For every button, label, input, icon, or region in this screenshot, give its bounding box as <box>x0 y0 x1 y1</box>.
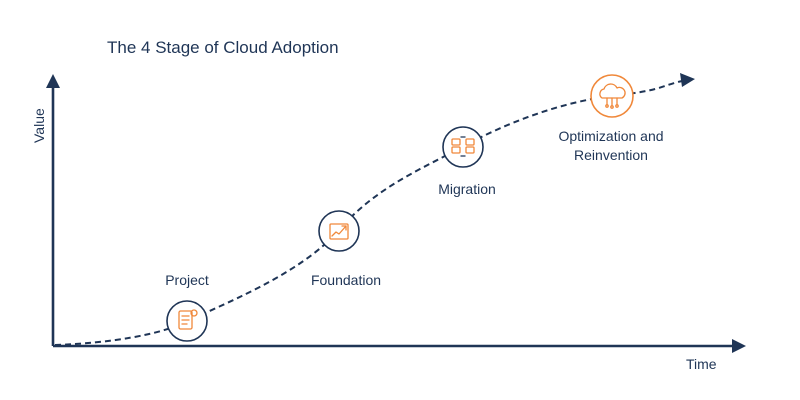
stage-project-label: Project <box>165 272 209 288</box>
diagram-title: The 4 Stage of Cloud Adoption <box>107 38 339 57</box>
axes: Value Time <box>31 74 746 372</box>
adoption-curve <box>54 80 683 346</box>
stage-foundation-node <box>318 210 360 252</box>
stage-foundation-label: Foundation <box>311 272 381 288</box>
growth-chart-icon <box>329 223 349 240</box>
stage-optimization-node <box>590 74 634 118</box>
stage-migration-label: Migration <box>438 181 496 197</box>
y-axis-label: Value <box>31 108 47 143</box>
stage-migration: Migration <box>438 126 496 197</box>
y-axis-arrow-icon <box>46 74 60 88</box>
stage-optimization-label-line2: Reinvention <box>574 147 648 163</box>
stage-optimization-label-line1: Optimization and <box>558 128 663 144</box>
server-transfer-icon <box>451 136 475 157</box>
cloud-network-icon <box>599 83 626 109</box>
stage-foundation: Foundation <box>311 210 381 288</box>
stage-project: Project <box>165 272 209 342</box>
stage-optimization: Optimization and Reinvention <box>558 74 664 163</box>
x-axis-label: Time <box>686 356 717 372</box>
x-axis-arrow-icon <box>732 339 746 353</box>
stage-migration-node <box>442 126 484 168</box>
stage-project-node <box>166 300 208 342</box>
document-checklist-icon <box>178 309 198 330</box>
curve-arrow-icon <box>680 73 695 87</box>
